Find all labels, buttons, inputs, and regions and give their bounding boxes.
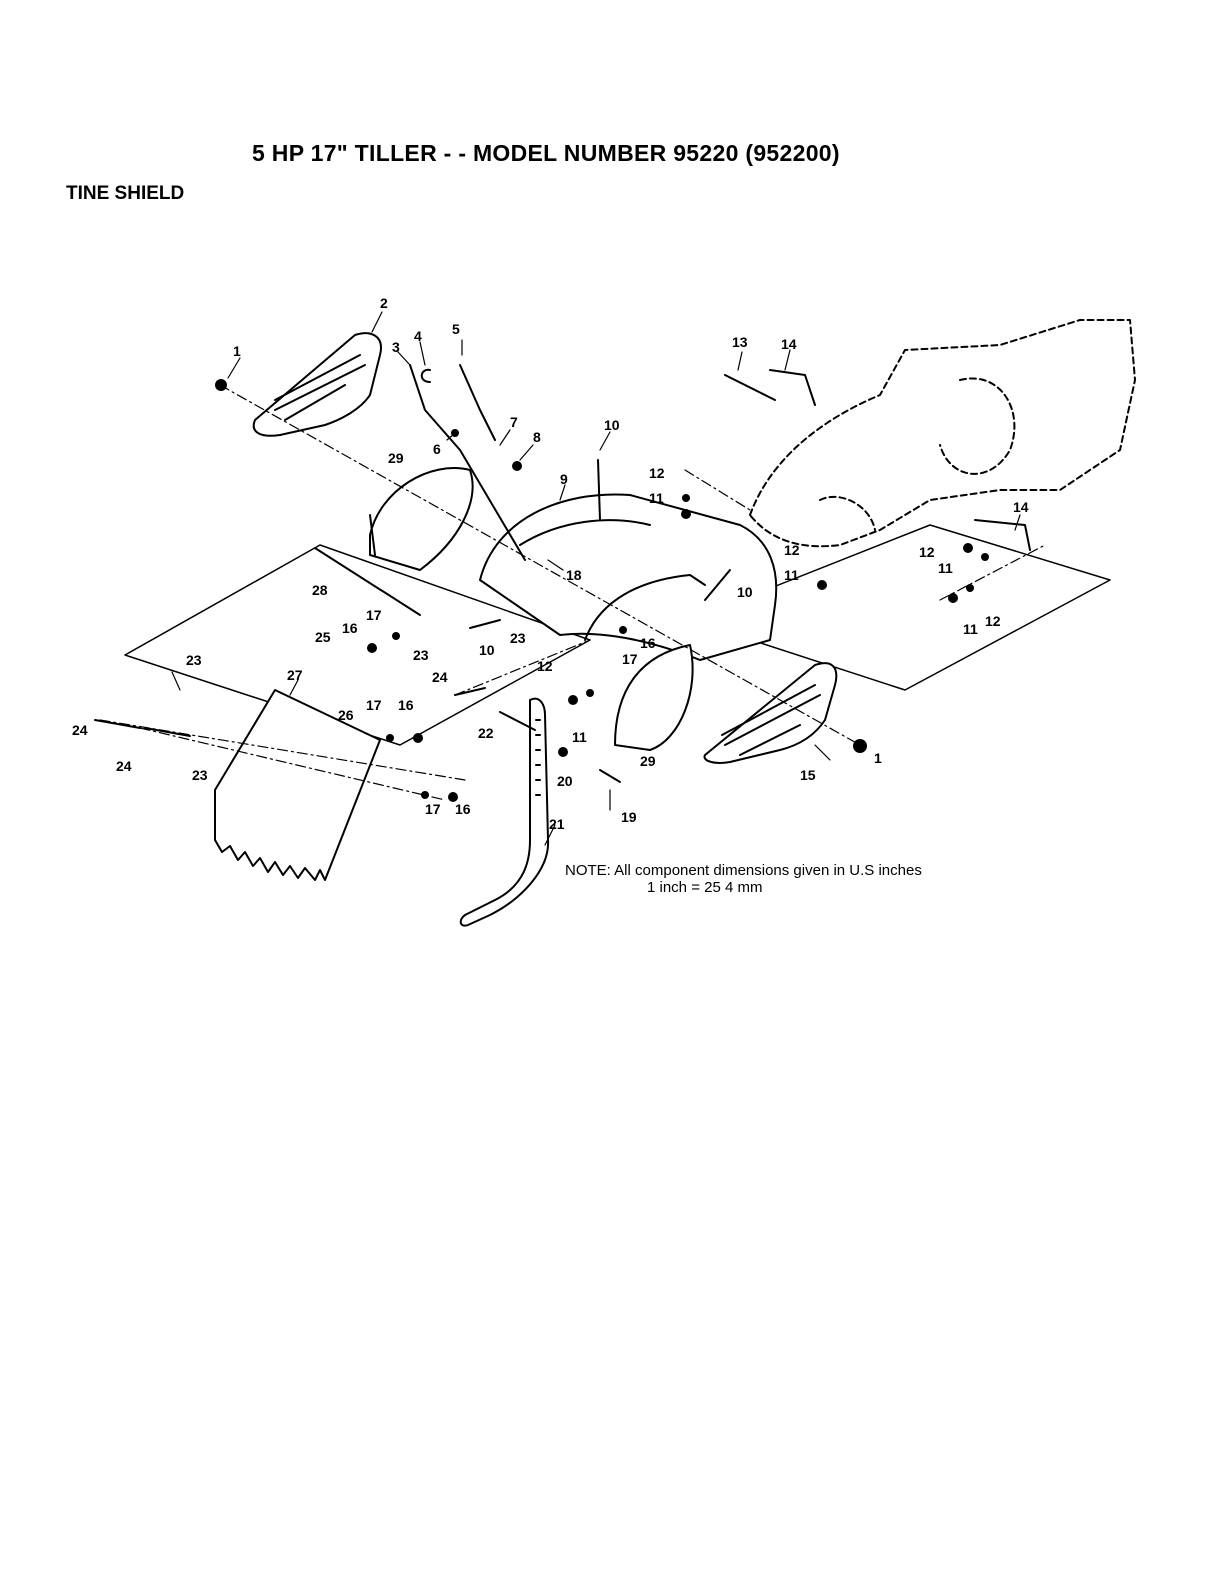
centerline-4 [685,470,750,510]
callout-14: 14 [781,336,797,352]
nut-12-a [682,494,690,502]
note-line-1: NOTE: All component dimensions given in … [565,862,922,879]
callout-12: 12 [784,542,800,558]
note: NOTE: All component dimensions given in … [565,862,922,896]
callout-29: 29 [388,450,404,466]
callout-2: 2 [380,295,388,311]
bolt-10-mid [470,620,500,628]
callout-21: 21 [549,816,565,832]
nut-16-c [413,733,423,743]
callout-4: 4 [414,328,422,344]
nut-12-f [586,689,594,697]
callout-23: 23 [510,630,526,646]
callout-13: 13 [732,334,748,350]
note-line-2: 1 inch = 25 4 mm [647,879,922,896]
side-shield-left [370,468,473,570]
callout-3: 3 [392,339,400,355]
callout-17: 17 [366,607,382,623]
callout-1: 1 [233,343,241,359]
callout-11: 11 [938,560,953,576]
nut-1-left [215,379,227,391]
tine-guard-left [254,333,381,436]
callout-15: 15 [800,767,816,783]
callout-8: 8 [533,429,541,445]
depth-stake [461,699,548,926]
nut-17-a [392,632,400,640]
callout-22: 22 [478,725,494,741]
nut-17-d [421,791,429,799]
nut-11-d [948,593,958,603]
nut-11-a [681,509,691,519]
callout-16: 16 [640,635,656,651]
callout-11: 11 [784,567,799,583]
callout-12: 12 [919,544,935,560]
bracket-14-right [975,520,1030,550]
flap [215,690,380,880]
callout-25: 25 [315,629,331,645]
callout-27: 27 [287,667,303,683]
centerline-6 [455,640,590,695]
bolt-13 [725,375,775,400]
callout-23: 23 [186,652,202,668]
callout-20: 20 [557,773,573,789]
callout-23: 23 [413,647,429,663]
nut-16-b [619,626,627,634]
callout-28: 28 [312,582,328,598]
callout-12: 12 [649,465,665,481]
callout-12: 12 [537,658,553,674]
callout-26: 26 [338,707,354,723]
callout-18: 18 [566,567,582,583]
callout-29: 29 [640,753,656,769]
callout-24: 24 [72,722,88,738]
callout-23: 23 [192,767,208,783]
callout-17: 17 [622,651,638,667]
callout-16: 16 [398,697,414,713]
nut-12-c [963,543,973,553]
callout-11: 11 [572,729,587,745]
washer-8 [512,461,522,471]
nut-16-a [367,643,377,653]
callout-17: 17 [425,801,441,817]
bolt-24-a [95,720,140,728]
nut-11-c [981,553,989,561]
callout-16: 16 [342,620,358,636]
nut-20 [558,747,568,757]
callout-14: 14 [1013,499,1029,515]
callout-24: 24 [116,758,132,774]
callout-1: 1 [874,750,882,766]
callout-9: 9 [560,471,568,487]
nut-17-c [386,734,394,742]
callout-16: 16 [455,801,471,817]
callout-6: 6 [433,441,441,457]
bracket-14-top [770,370,815,405]
callout-10: 10 [479,642,495,658]
callout-12: 12 [985,613,1001,629]
callout-10: 10 [737,584,753,600]
nut-12-e [966,584,974,592]
callout-7: 7 [510,414,518,430]
pin [600,770,620,782]
nut-11-e [568,695,578,705]
callout-5: 5 [452,321,460,337]
tine-guard-right [704,663,836,763]
nut-11-b [817,580,827,590]
callout-10: 10 [604,417,620,433]
callout-19: 19 [621,809,637,825]
callout-11: 11 [963,621,978,637]
nut-1-right [853,739,867,753]
callout-24: 24 [432,669,448,685]
transmission-housing [750,320,1135,546]
callout-17: 17 [366,697,382,713]
centerline-5 [940,545,1045,600]
callout-11: 11 [649,490,664,506]
